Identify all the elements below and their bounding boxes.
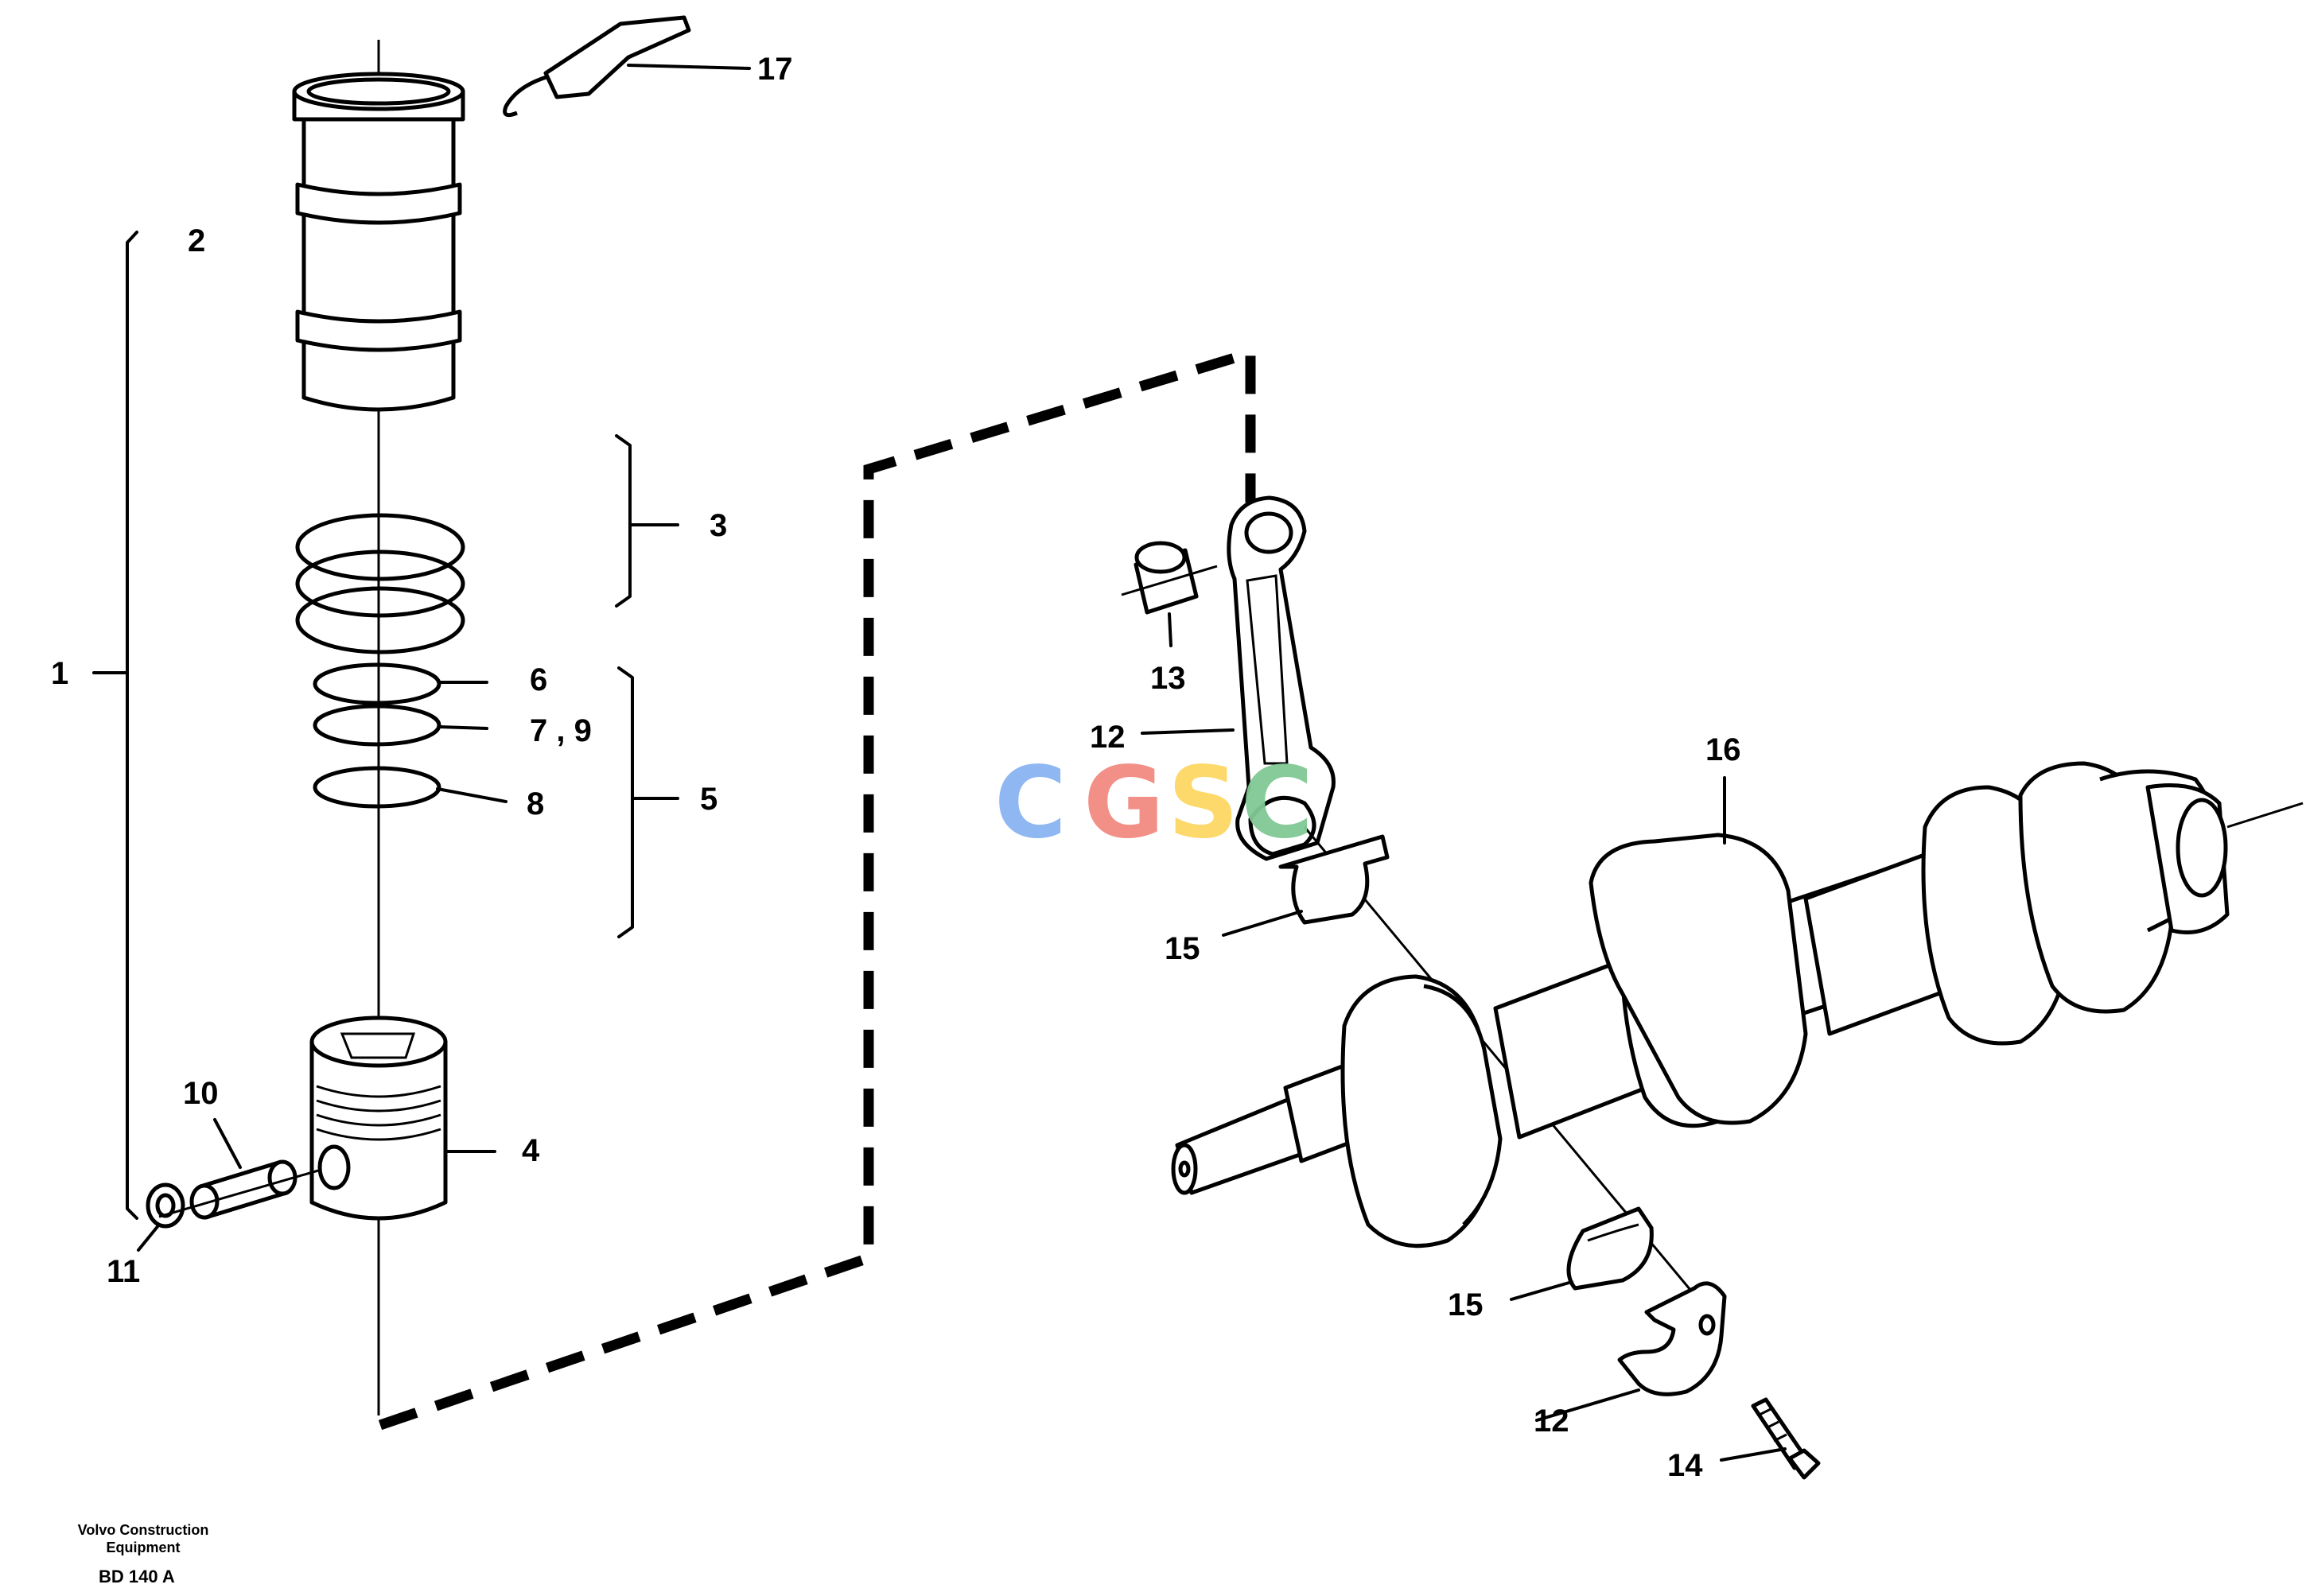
callout-14: 14 — [1667, 1448, 1703, 1483]
drawing-code: BD 140 A — [99, 1567, 175, 1586]
watermark-letter-3: S — [1168, 746, 1239, 860]
piston — [309, 1015, 496, 1221]
piston-ring-set — [295, 434, 679, 654]
callout-2: 2 — [188, 223, 205, 258]
compression-rings — [313, 662, 679, 938]
watermark-letter-2: G — [1083, 746, 1165, 860]
callout-7-9: 7 , 9 — [530, 713, 592, 748]
callout-6: 6 — [530, 662, 547, 697]
watermark-letter-1: C — [994, 746, 1067, 860]
callout-16: 16 — [1705, 732, 1741, 767]
watermark-letter-4: C — [1241, 746, 1313, 860]
callout-12-rod: 12 — [1090, 720, 1126, 755]
callout-1: 1 — [51, 656, 68, 691]
footer-block: Volvo Construction Equipment BD 140 A — [78, 1522, 209, 1586]
callout-4: 4 — [522, 1133, 540, 1168]
brand-line-2: Equipment — [107, 1540, 181, 1555]
callout-3: 3 — [710, 508, 727, 543]
brand-line-1: Volvo Construction — [78, 1522, 209, 1538]
callout-5: 5 — [700, 782, 717, 817]
assembly-link-dashed — [378, 346, 1256, 1431]
sealant-tube — [503, 15, 751, 118]
callout-13: 13 — [1150, 661, 1186, 696]
callout-11: 11 — [107, 1254, 140, 1289]
callout-10: 10 — [183, 1076, 219, 1111]
connecting-rod-cap — [1535, 1281, 1727, 1422]
connecting-rod-bolt — [1720, 1397, 1821, 1480]
callout-17: 17 — [757, 52, 793, 87]
bearing-shell-lower — [1510, 1206, 1654, 1301]
bushing — [1121, 541, 1218, 647]
circlip — [137, 1182, 185, 1252]
assembly-bracket — [92, 231, 138, 1220]
callout-8: 8 — [527, 786, 544, 821]
callout-15-lower: 15 — [1448, 1287, 1484, 1322]
callout-15-upper: 15 — [1165, 931, 1200, 966]
callout-12-cap: 12 — [1534, 1404, 1569, 1439]
piston-pin — [158, 1118, 319, 1220]
watermark: C G S C — [994, 746, 1313, 860]
cylinder-liner — [292, 40, 465, 1415]
bearing-shell-upper — [1222, 834, 1390, 937]
callout-labels: 1 2 3 4 5 6 7 , 9 8 10 11 12 12 13 14 15… — [51, 52, 1741, 1483]
crankshaft — [1171, 761, 2304, 1248]
